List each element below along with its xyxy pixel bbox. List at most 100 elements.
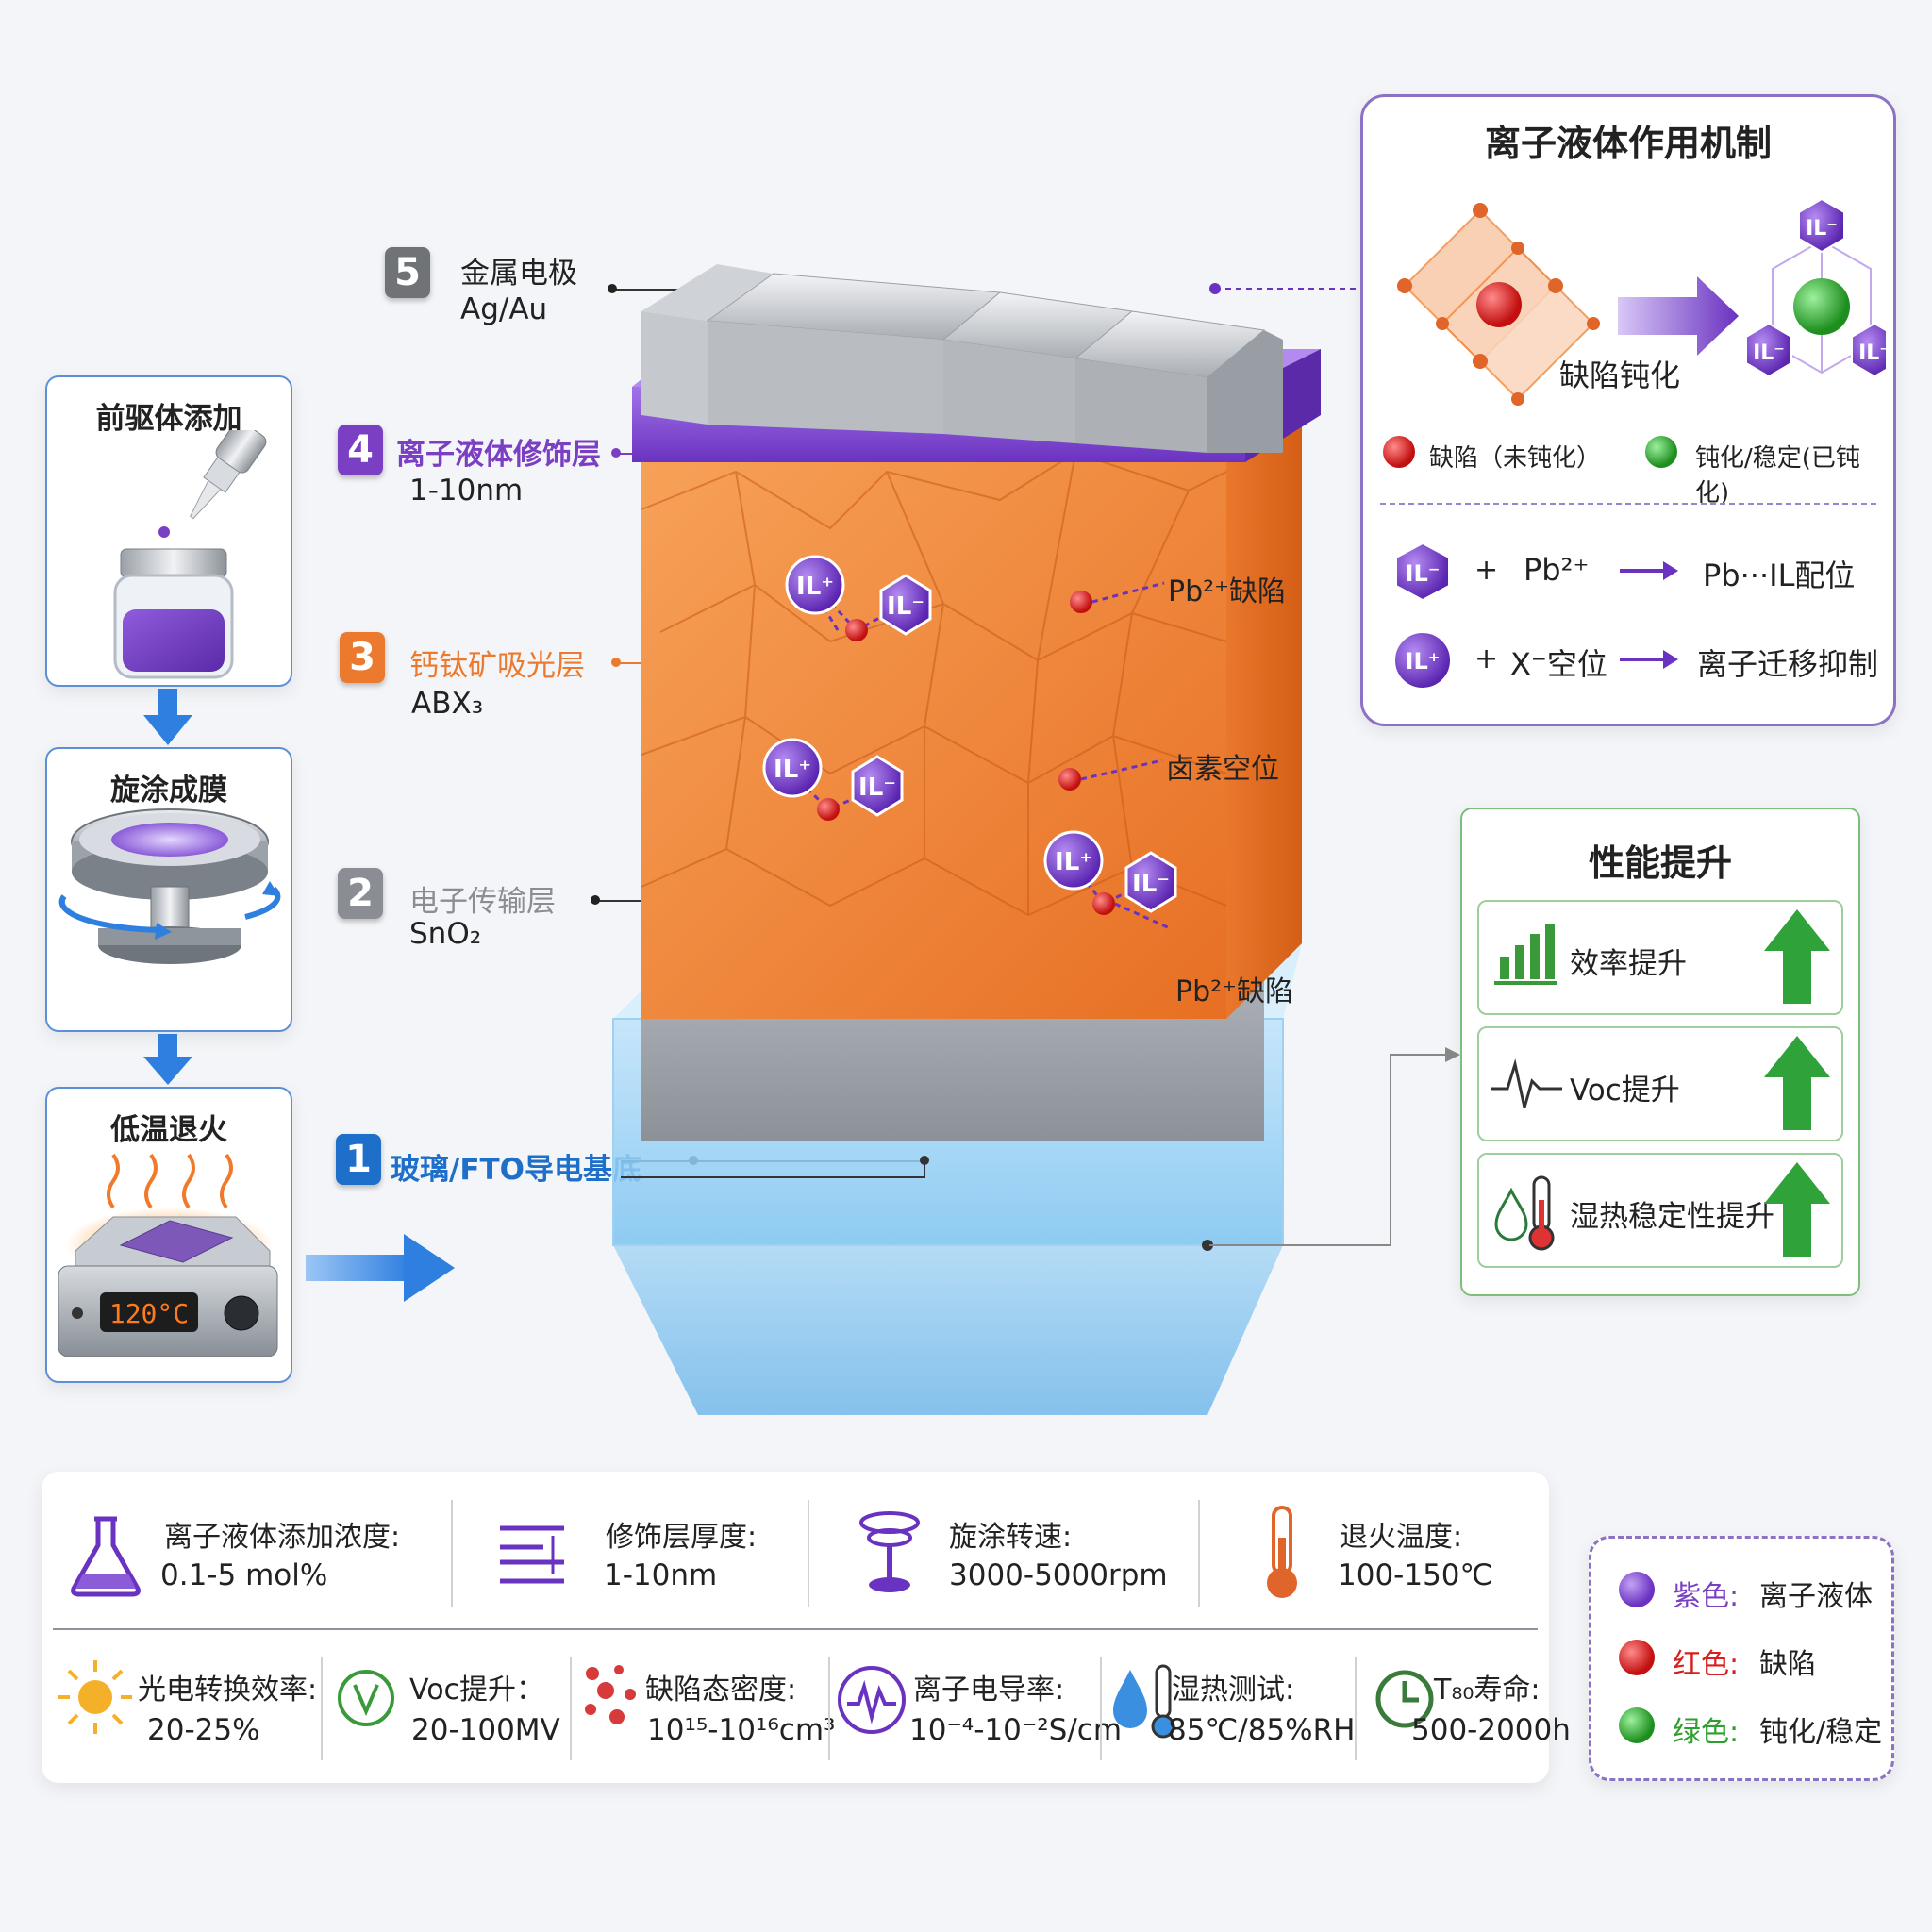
hotplate-display: 120°C	[109, 1298, 189, 1329]
separator	[808, 1500, 809, 1607]
step-title: 旋涂成膜	[110, 774, 227, 808]
ion-label: IL⁺	[796, 573, 834, 601]
reaction1-reactant: Pb²⁺	[1524, 552, 1590, 588]
param-label: 湿热测试:	[1172, 1674, 1295, 1707]
mechanism-divider	[1380, 503, 1876, 505]
defect-label-pb-1: Pb²⁺缺陷	[1168, 575, 1286, 608]
reaction2-reactant: X⁻空位	[1510, 646, 1607, 682]
legend-key: 紫色:	[1673, 1580, 1740, 1613]
process-step-annealing: 低温退火 120°C	[45, 1087, 292, 1383]
separator	[451, 1500, 453, 1607]
layer-badge-1: 1	[336, 1134, 381, 1185]
ion-label: IL⁺	[774, 756, 811, 784]
step-title: 低温退火	[110, 1113, 227, 1147]
performance-panel: 性能提升 效率提升 Voc提升 湿热稳定性提升	[1460, 808, 1860, 1296]
device-stack: IL⁺ IL⁻ IL⁺ IL⁻ IL⁺ IL⁻	[612, 264, 1321, 1415]
process-step-precursor: 前驱体添加	[45, 375, 292, 687]
ion-label: IL⁻	[858, 774, 896, 802]
param-label: 缺陷态密度:	[645, 1674, 797, 1707]
legend-desc: 缺陷	[1759, 1648, 1816, 1681]
step-title: 前驱体添加	[95, 402, 242, 436]
separator	[321, 1657, 323, 1760]
reaction-arrow-icon	[1620, 561, 1678, 580]
reaction2-product: 离子迁移抑制	[1697, 646, 1879, 682]
layer-name-1: 玻璃/FTO导电基底	[391, 1153, 641, 1187]
connector-performance	[1209, 1047, 1460, 1246]
param-label: 退火温度:	[1340, 1521, 1463, 1554]
ion-label: IL⁺	[1406, 648, 1441, 675]
passivation-label: 缺陷钝化	[1559, 358, 1681, 393]
separator	[570, 1657, 572, 1760]
ion-label: IL⁻	[1806, 217, 1838, 241]
ion-label: IL⁺	[1055, 848, 1092, 876]
param-label: 离子电导率:	[913, 1674, 1065, 1707]
perf-card-efficiency: 效率提升	[1477, 900, 1843, 1015]
param-value: 20-100MV	[411, 1713, 560, 1747]
leader-dot-5	[608, 284, 617, 293]
leader-line-2	[594, 900, 651, 902]
process-step-spin-coating: 旋涂成膜	[45, 747, 292, 1032]
param-label: 光电转换效率:	[138, 1674, 318, 1707]
layer-name-3: 钙钛矿吸光层	[409, 649, 585, 683]
layers-thickness-icon	[500, 1525, 564, 1584]
il-anion-icon: IL⁻	[1395, 541, 1450, 602]
up-arrow-icon	[1764, 1162, 1830, 1257]
red-ball-icon	[1619, 1640, 1655, 1675]
legend-passivated: 钝化/稳定(已钝化)	[1695, 444, 1860, 508]
reaction1-product: Pb···IL配位	[1703, 558, 1856, 593]
bar-chart-icon	[1494, 924, 1557, 985]
param-value: 500-2000h	[1411, 1713, 1571, 1747]
layer-name-4: 离子液体修饰层	[396, 438, 601, 472]
green-ball-icon	[1645, 436, 1677, 468]
param-label: Voc提升：	[409, 1674, 545, 1707]
param-value: 0.1-5 mol%	[160, 1558, 328, 1592]
il-cation-icon: IL⁺	[1393, 631, 1452, 690]
legend-desc: 离子液体	[1759, 1580, 1873, 1613]
legend-key: 绿色:	[1673, 1716, 1740, 1749]
ion-label: IL⁻	[1858, 341, 1886, 365]
flow-arrow-down-1	[143, 689, 192, 745]
leader-dot-4	[611, 448, 621, 458]
red-ball-icon	[1383, 436, 1415, 468]
legend-key: 红色:	[1673, 1648, 1740, 1681]
hotplate-icon: 120°C	[58, 1153, 278, 1357]
parameters-panel: 离子液体添加浓度: 0.1-5 mol% 修饰层厚度: 1-10nm 旋涂转速:…	[42, 1472, 1571, 1783]
layer-badge-4: 4	[338, 425, 383, 475]
param-label: 离子液体添加浓度:	[164, 1521, 401, 1554]
ion-label: IL⁻	[1406, 560, 1441, 587]
green-ball-icon	[1619, 1707, 1655, 1743]
passivation-diagram: IL⁻ IL⁻ IL⁻	[1397, 197, 1886, 406]
thermometer-icon	[1267, 1506, 1297, 1598]
up-arrow-icon	[1764, 909, 1830, 1004]
flask-icon	[71, 1516, 141, 1597]
leader-dot-2	[591, 895, 600, 905]
mechanism-panel: 离子液体作用机制 IL⁻ IL⁻ IL⁻ 缺陷钝化 缺陷（未钝化） 钝化/稳定(…	[1360, 94, 1896, 726]
layer-badge-5: 5	[385, 247, 430, 298]
layer-sub-2: SnO₂	[409, 917, 482, 951]
defect-label-halide: 卤素空位	[1166, 753, 1279, 786]
param-value: 85℃/85%RH	[1168, 1713, 1356, 1747]
clock-icon	[1375, 1670, 1434, 1728]
param-value: 10⁻⁴-10⁻²S/cm	[909, 1713, 1123, 1747]
separator	[1355, 1657, 1357, 1760]
param-value: 3000-5000rpm	[949, 1558, 1168, 1592]
reaction2-plus: +	[1474, 642, 1499, 675]
conductivity-icon	[838, 1666, 906, 1734]
defect-label-pb-2: Pb²⁺缺陷	[1175, 975, 1293, 1008]
param-value: 100-150℃	[1338, 1558, 1493, 1592]
leader-dot-3	[611, 658, 621, 667]
param-label: 修饰层厚度:	[606, 1521, 758, 1554]
ion-label: IL⁻	[887, 592, 924, 621]
layer-badge-3: 3	[340, 632, 385, 683]
separator	[828, 1657, 830, 1760]
separator	[1100, 1657, 1102, 1760]
voltage-icon	[338, 1670, 394, 1726]
sun-icon	[58, 1660, 132, 1734]
param-value: 20-25%	[147, 1713, 260, 1747]
dropper-vial-icon	[113, 430, 267, 679]
pulse-wave-icon	[1491, 1058, 1562, 1108]
color-legend-panel: 紫色: 离子液体 红色: 缺陷 绿色: 钝化/稳定	[1589, 1536, 1894, 1781]
legend-desc: 钝化/稳定	[1759, 1716, 1883, 1749]
param-label: T₈₀寿命:	[1434, 1674, 1541, 1707]
defect-dots-icon	[585, 1665, 636, 1724]
